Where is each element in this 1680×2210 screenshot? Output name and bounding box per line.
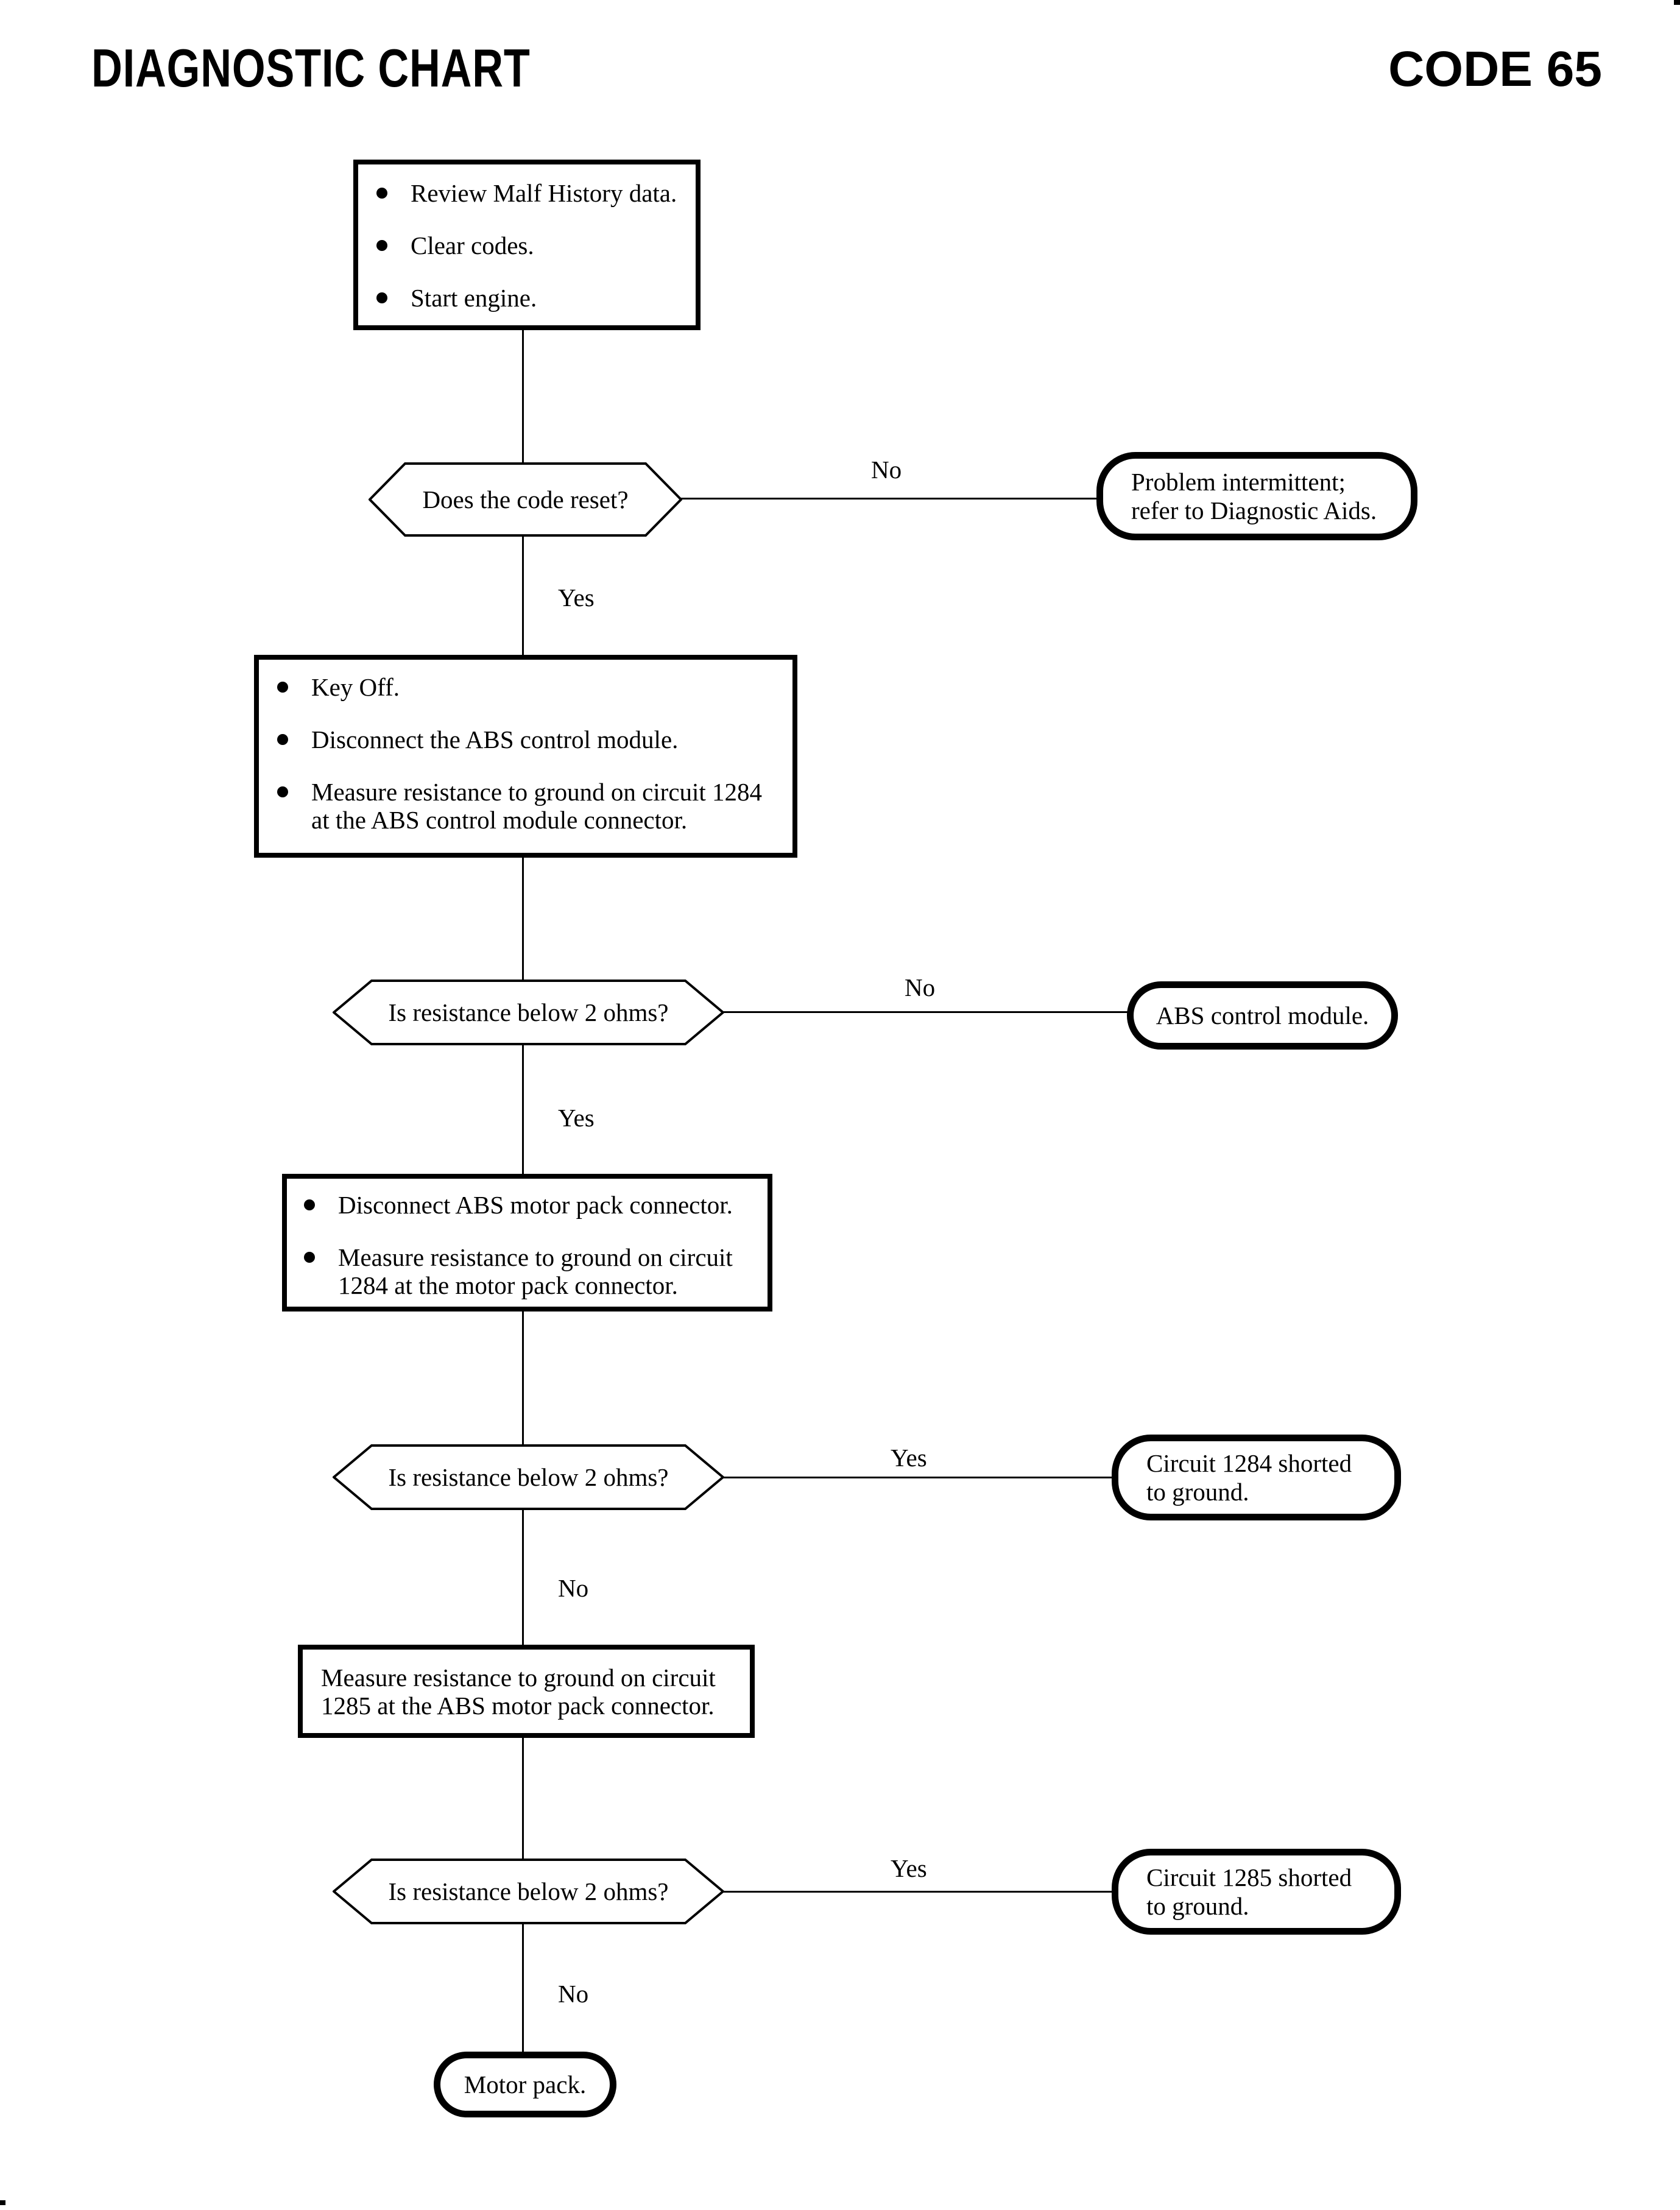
list-item: Key Off. (277, 673, 792, 701)
connector-line (522, 1044, 524, 1175)
edge-label-yes: Yes (891, 1444, 927, 1472)
edge-label-yes: Yes (891, 1854, 927, 1882)
connector-line (522, 856, 524, 981)
edge-label-no: No (905, 973, 936, 1001)
list-item: Disconnect the ABS control module. (277, 725, 792, 754)
bullet-icon (376, 188, 387, 199)
edge-label-yes: Yes (558, 1104, 595, 1132)
connector-line (522, 1923, 524, 2053)
connector-line (522, 1509, 524, 1646)
hexagon-shape (369, 462, 682, 537)
decision-question: Is resistance below 2 ohms? (388, 1463, 669, 1491)
connector-line (522, 1737, 524, 1860)
connector-line (522, 1310, 524, 1446)
page-title: DIAGNOSTIC CHART (91, 38, 531, 98)
scan-artifact (1674, 0, 1680, 5)
terminal-motor-pack: Motor pack. (434, 2052, 616, 2117)
decision-question: Does the code reset? (422, 485, 629, 514)
hexagon-shape (333, 1859, 724, 1924)
terminal-circuit-1284-shorted: Circuit 1284 shorted to ground. (1112, 1435, 1401, 1520)
terminal-abs-control-module: ABS control module. (1127, 981, 1398, 1050)
connector-line (522, 535, 524, 656)
bullet-icon (376, 292, 387, 303)
code-label: CODE 65 (1388, 41, 1602, 97)
decision-resistance-below-2ohms-1: Is resistance below 2 ohms? (333, 980, 724, 1045)
bullet-icon (376, 240, 387, 251)
scan-artifact (0, 2200, 5, 2205)
connector-line (723, 1011, 1128, 1013)
edge-label-no: No (558, 1574, 589, 1602)
decision-question: Is resistance below 2 ohms? (388, 998, 669, 1026)
edge-label-no: No (871, 456, 902, 484)
process-box-initial-steps: Review Malf History data. Clear codes. S… (353, 160, 701, 330)
list-item: Clear codes. (376, 231, 696, 259)
bullet-icon (277, 682, 288, 693)
decision-does-code-reset: Does the code reset? (369, 462, 682, 537)
process-box-measure-module: Key Off. Disconnect the ABS control modu… (254, 655, 797, 858)
decision-resistance-below-2ohms-2: Is resistance below 2 ohms? (333, 1444, 724, 1510)
connector-line (723, 1477, 1113, 1478)
list-item: Measure resistance to ground on circuit … (304, 1243, 768, 1299)
decision-question: Is resistance below 2 ohms? (388, 1877, 669, 1905)
bullet-icon (277, 786, 288, 797)
connector-line (723, 1891, 1113, 1893)
hexagon-shape (333, 1444, 724, 1510)
list-item: Disconnect ABS motor pack connector. (304, 1191, 768, 1219)
decision-resistance-below-2ohms-3: Is resistance below 2 ohms? (333, 1859, 724, 1924)
process-box-measure-motor-pack: Disconnect ABS motor pack connector. Mea… (282, 1174, 772, 1312)
bullet-icon (304, 1252, 315, 1263)
terminal-problem-intermittent: Problem intermittent; refer to Diagnosti… (1096, 452, 1417, 540)
terminal-circuit-1285-shorted: Circuit 1285 shorted to ground. (1112, 1849, 1401, 1935)
connector-line (681, 498, 1098, 500)
hexagon-shape (333, 980, 724, 1045)
list-item: Start engine. (376, 284, 696, 312)
bullet-icon (277, 734, 288, 745)
connector-line (522, 328, 524, 464)
process-box-measure-circuit-1285: Measure resistance to ground on circuit … (298, 1645, 755, 1738)
list-item: Review Malf History data. (376, 179, 696, 207)
edge-label-yes: Yes (558, 584, 595, 612)
edge-label-no: No (558, 1980, 589, 2008)
list-item: Measure resistance to ground on circuit … (277, 778, 792, 834)
bullet-icon (304, 1199, 315, 1210)
